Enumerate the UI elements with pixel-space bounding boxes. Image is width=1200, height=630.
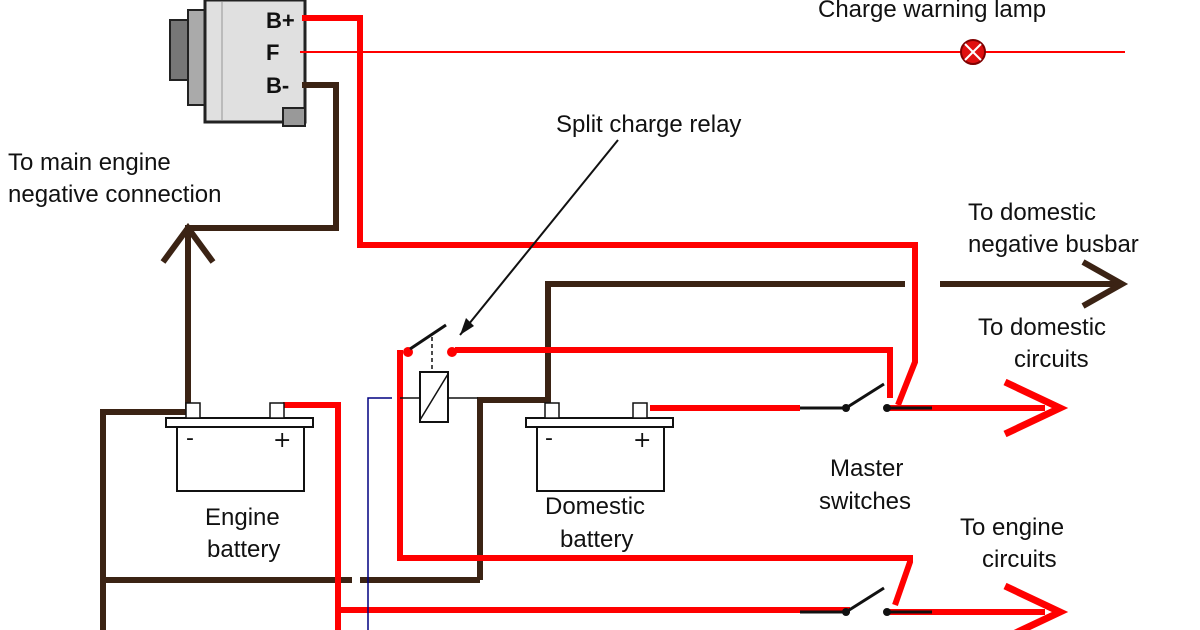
- relay-to-engine-switch-wire: [397, 350, 913, 606]
- engine-master-switch: [800, 586, 932, 616]
- relay-to-domestic-switch-wire: [455, 347, 893, 398]
- relay-pointer-line: [459, 139, 619, 336]
- negative-wiring: [100, 82, 1129, 630]
- terminal-b-minus: B-: [266, 73, 289, 98]
- domestic-battery-label-1: Domestic: [545, 493, 645, 520]
- main-engine-negative-label-1: To main engine: [8, 149, 171, 176]
- engine-battery-negative-lead: [100, 409, 188, 630]
- domestic-circuits-label-1: To domestic: [978, 314, 1106, 341]
- domestic-battery-positive-terminal: [632, 402, 648, 419]
- engine-battery-label-2: battery: [207, 536, 280, 563]
- charge-warning-lamp-icon: [960, 39, 986, 65]
- domestic-negative-busbar-label-2: negative busbar: [968, 231, 1139, 258]
- domestic-negative-arrowhead-icon: [1081, 259, 1129, 309]
- alternator-positive-wire: [302, 15, 918, 407]
- domestic-circuits-arrowhead-icon: [1003, 378, 1069, 438]
- engine-battery-positive-terminal: [269, 402, 285, 419]
- main-engine-negative-label-2: negative connection: [8, 181, 222, 208]
- alternator: B+ F B-: [169, 0, 307, 127]
- alternator-foot: [282, 107, 306, 127]
- domestic-battery-negative-lead: [545, 281, 905, 412]
- engine-circuits-label-1: To engine: [960, 514, 1064, 541]
- relay-coil-feed-wire: [367, 397, 392, 630]
- domestic-battery-plus-sign: +: [633, 428, 651, 453]
- engine-switch-arm: [845, 586, 885, 614]
- engine-circuits-arrowhead-icon: [1003, 582, 1069, 630]
- engine-negative-arrowhead-icon: [160, 222, 216, 264]
- engine-circuits-label-2: circuits: [982, 546, 1057, 573]
- domestic-master-switch: [800, 382, 932, 412]
- domestic-negative-busbar-label-1: To domestic: [968, 199, 1096, 226]
- domestic-battery-minus-sign: -: [545, 426, 553, 451]
- split-charge-relay: [400, 323, 478, 423]
- domestic-battery-negative-terminal: [544, 402, 560, 419]
- engine-battery-negative-terminal: [185, 402, 201, 419]
- master-switches-label-2: switches: [819, 488, 911, 515]
- relay-pointer-arrowhead-icon: [460, 318, 474, 335]
- engine-battery-plus-sign: +: [273, 428, 291, 453]
- engine-battery-positive-lead: [283, 402, 341, 630]
- domestic-switch-arm: [845, 382, 885, 410]
- relay-contact-right: [447, 347, 457, 357]
- engine-battery-label-1: Engine: [205, 504, 280, 531]
- domestic-circuits-label-2: circuits: [1014, 346, 1089, 373]
- domestic-battery: - +: [525, 402, 674, 492]
- charge-warning-lamp-label: Charge warning lamp: [818, 0, 1046, 23]
- domestic-battery-label-2: battery: [560, 526, 633, 553]
- alternator-negative-wire: [185, 82, 339, 412]
- master-switches-label-1: Master: [830, 455, 903, 482]
- terminal-f: F: [266, 40, 279, 65]
- terminal-b-plus: B+: [266, 8, 295, 33]
- split-charge-relay-label: Split charge relay: [556, 111, 741, 138]
- engine-battery: - +: [165, 402, 314, 492]
- engine-battery-minus-sign: -: [186, 426, 194, 451]
- relay-coil-negative-wire: [477, 397, 548, 580]
- positive-wiring: [283, 15, 1069, 630]
- relay-switch-arm: [409, 323, 447, 351]
